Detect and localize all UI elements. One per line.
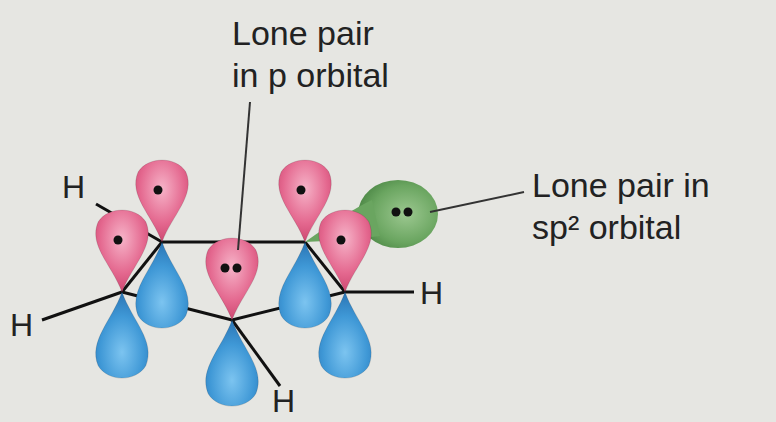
atom-label: H: [10, 308, 33, 342]
orbital-lobe: [96, 210, 149, 292]
callout-label: Lone pair in p orbital: [232, 12, 400, 96]
electron-dot: [154, 186, 163, 195]
electron-dot: [233, 264, 242, 273]
orbital-lobe: [206, 320, 259, 406]
orbital-lobes: [96, 160, 438, 406]
callout-label: Lone pair in sp² orbital: [532, 164, 732, 248]
orbital-lobe: [319, 292, 372, 378]
leader-line: [430, 192, 524, 212]
electron-dot: [221, 264, 230, 273]
leader-line: [238, 102, 250, 250]
orbital-lobe: [319, 210, 372, 292]
orbital-lobe: [96, 292, 149, 378]
atom-label: H: [272, 384, 295, 418]
atom-label: H: [62, 170, 85, 204]
orbital-lobe: [279, 242, 332, 328]
atom-label: H: [420, 276, 443, 310]
orbital-lobe: [206, 238, 259, 320]
electron-dot: [392, 208, 401, 217]
electron-dot: [114, 236, 123, 245]
orbital-lobe: [136, 242, 189, 328]
h-bond: [345, 291, 414, 294]
electron-dot: [297, 186, 306, 195]
electron-dot: [337, 236, 346, 245]
electron-dot: [404, 208, 413, 217]
leader-lines: [238, 102, 524, 250]
